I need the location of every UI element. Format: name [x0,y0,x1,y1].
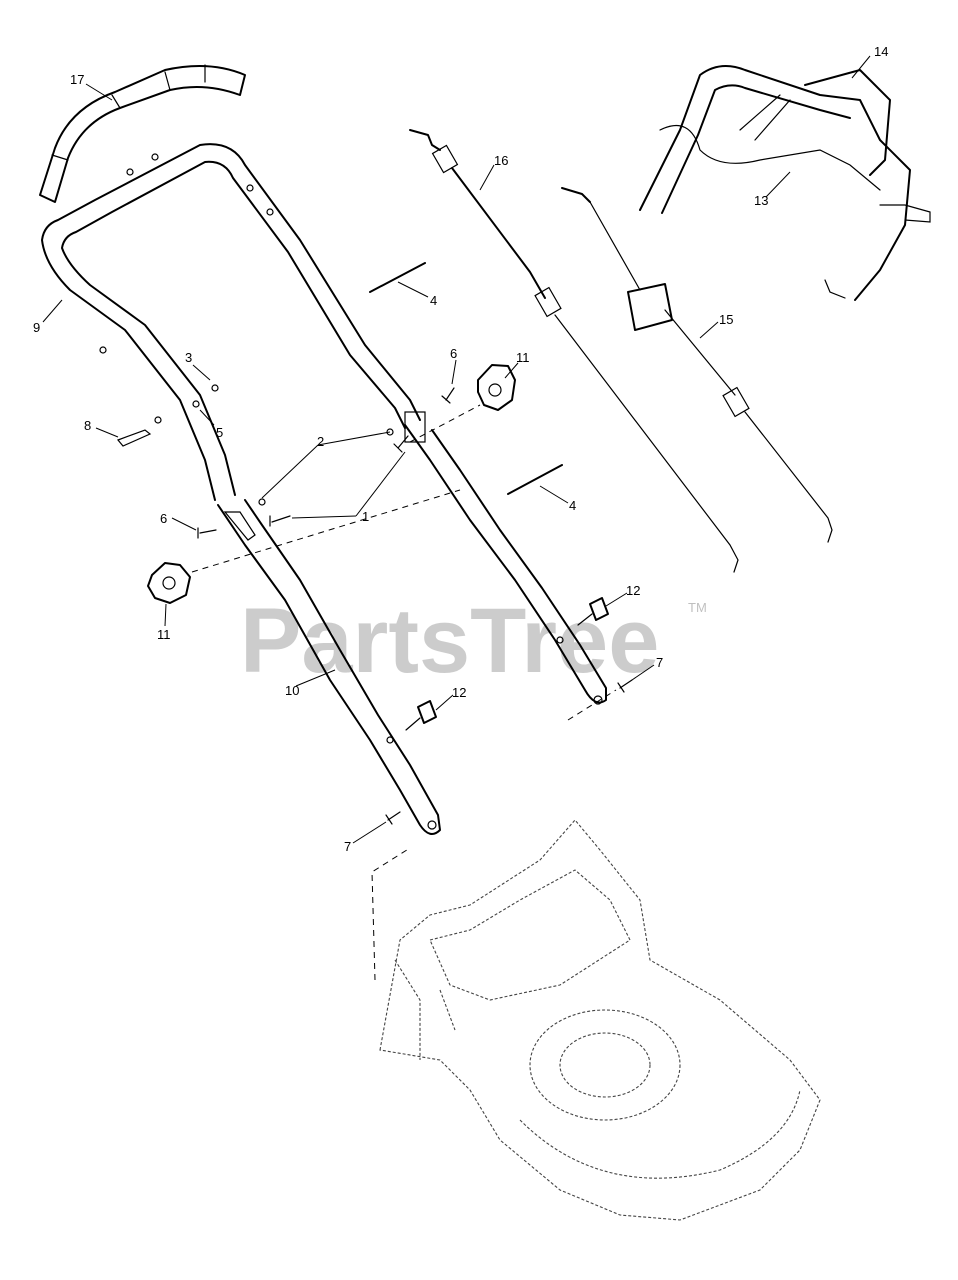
callout-6-left: 6 [160,511,167,526]
callout-13: 13 [754,193,768,208]
part-4-cable-ties [369,262,563,495]
part-11-knob-left [147,562,191,604]
callout-5: 5 [216,425,223,440]
callout-14: 14 [874,44,888,59]
watermark-text: PartsTree [240,590,659,692]
callout-16: 16 [494,153,508,168]
leader-lines [42,55,871,844]
callout-4-upper: 4 [430,293,437,308]
part-12-knob-bolts [405,597,609,731]
part-5-washer [192,400,200,408]
callout-8: 8 [84,418,91,433]
callout-4-lower: 4 [569,498,576,513]
callout-11-left: 11 [157,627,171,642]
mower-deck [379,819,821,1221]
alignment-lines [191,404,617,981]
part-1-bolts [269,435,409,527]
part-2-washers [258,428,394,506]
callout-6-right: 6 [450,346,457,361]
part-9-upper-handle [41,143,421,501]
callout-12-right: 12 [626,583,640,598]
callouts: 17 14 13 16 4 9 15 3 6 11 5 8 2 1 4 6 11… [33,44,888,854]
callout-1: 1 [362,509,369,524]
part-8-clip [116,429,152,447]
callout-15: 15 [719,312,733,327]
part-3-nut [211,384,219,392]
callout-7-right: 7 [656,655,663,670]
watermark-trademark: TM [688,600,707,615]
callout-3: 3 [185,350,192,365]
part-11-knob-right [477,364,516,411]
callout-9: 9 [33,320,40,335]
part-17-grip-cover [39,64,246,203]
callout-11-right: 11 [516,350,530,365]
part-7-pins [385,679,633,825]
part-15-control-cable [561,187,833,543]
part-16-control-cable [409,129,739,573]
parts-13-14-handle-inset [639,65,931,301]
callout-10: 10 [285,683,299,698]
part-6-bolts [197,387,455,539]
callout-12-left: 12 [452,685,466,700]
callout-17: 17 [70,72,84,87]
part-10-lower-handle-left [217,499,441,835]
callout-7-left: 7 [344,839,351,854]
callout-2: 2 [317,434,324,449]
